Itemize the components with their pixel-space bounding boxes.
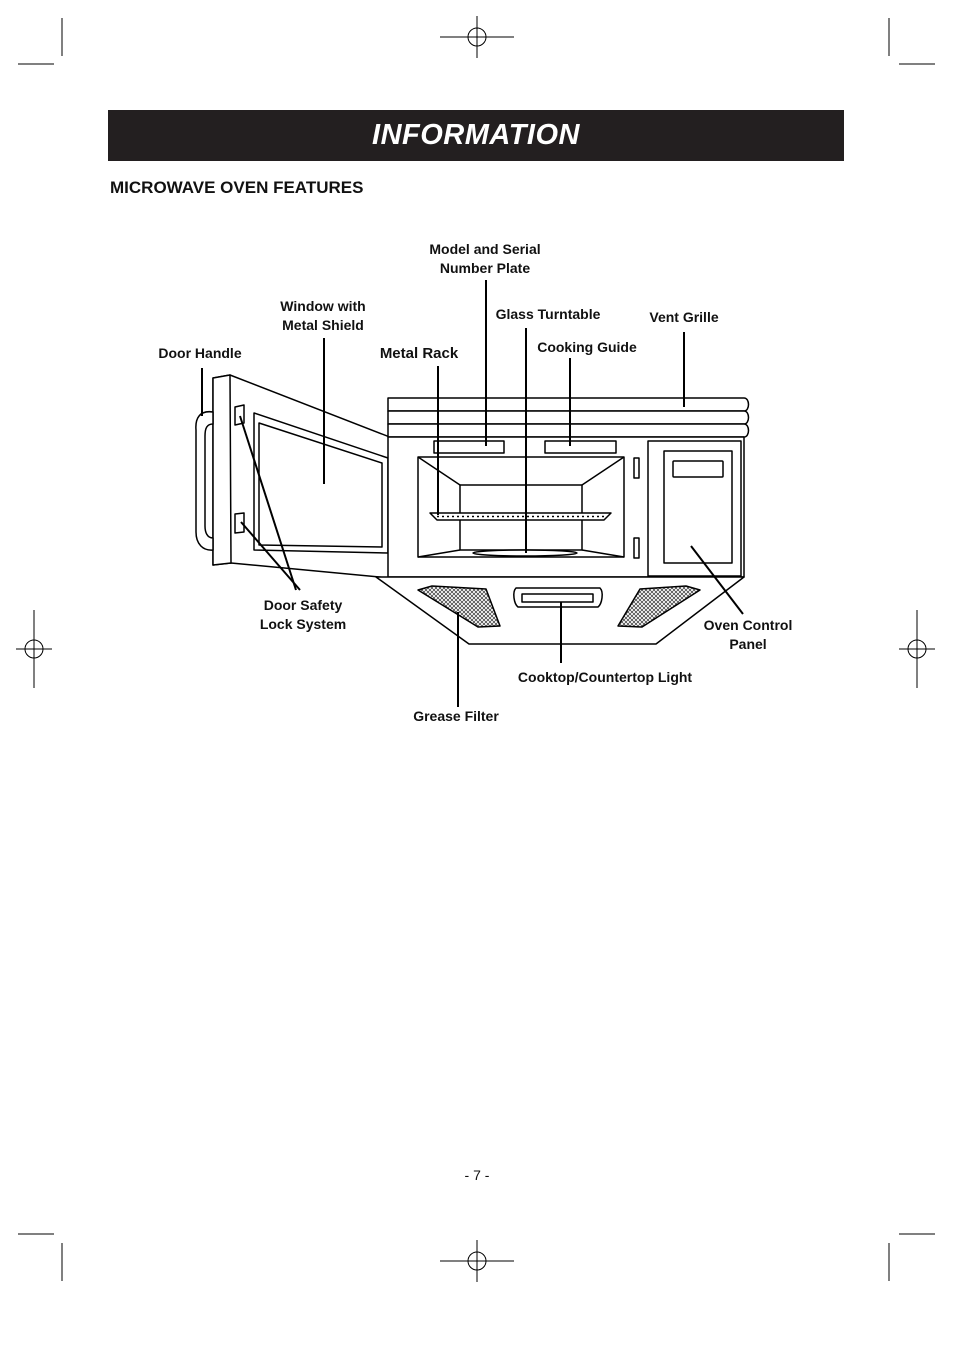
page-number: - 7 - xyxy=(464,1167,490,1183)
label-grease-filter: Grease Filter xyxy=(413,708,499,724)
label-cooktop-light: Cooktop/Countertop Light xyxy=(517,669,693,685)
label-cooking-guide: Cooking Guide xyxy=(537,339,637,355)
control-panel xyxy=(647,440,742,577)
label-metal-rack: Metal Rack xyxy=(379,345,459,362)
oven-cavity xyxy=(417,456,625,558)
model-serial-plate xyxy=(433,440,505,454)
label-door-handle: Door Handle xyxy=(158,345,242,361)
grease-filter-left xyxy=(417,585,501,628)
vent-grille xyxy=(387,397,750,438)
door xyxy=(212,374,409,580)
cooktop-light xyxy=(513,587,603,608)
cooking-guide-plate xyxy=(544,440,617,454)
metal-rack xyxy=(429,512,612,521)
page-title: INFORMATION xyxy=(372,119,580,151)
section-title: MICROWAVE OVEN FEATURES xyxy=(110,178,364,197)
label-glass-turntable: Glass Turntable xyxy=(495,306,601,322)
door-handle xyxy=(195,410,214,551)
header-banner: INFORMATION xyxy=(108,110,844,161)
grease-filter-right xyxy=(617,585,701,628)
label-vent-grille: Vent Grille xyxy=(649,309,719,325)
leader-lines xyxy=(201,280,744,707)
